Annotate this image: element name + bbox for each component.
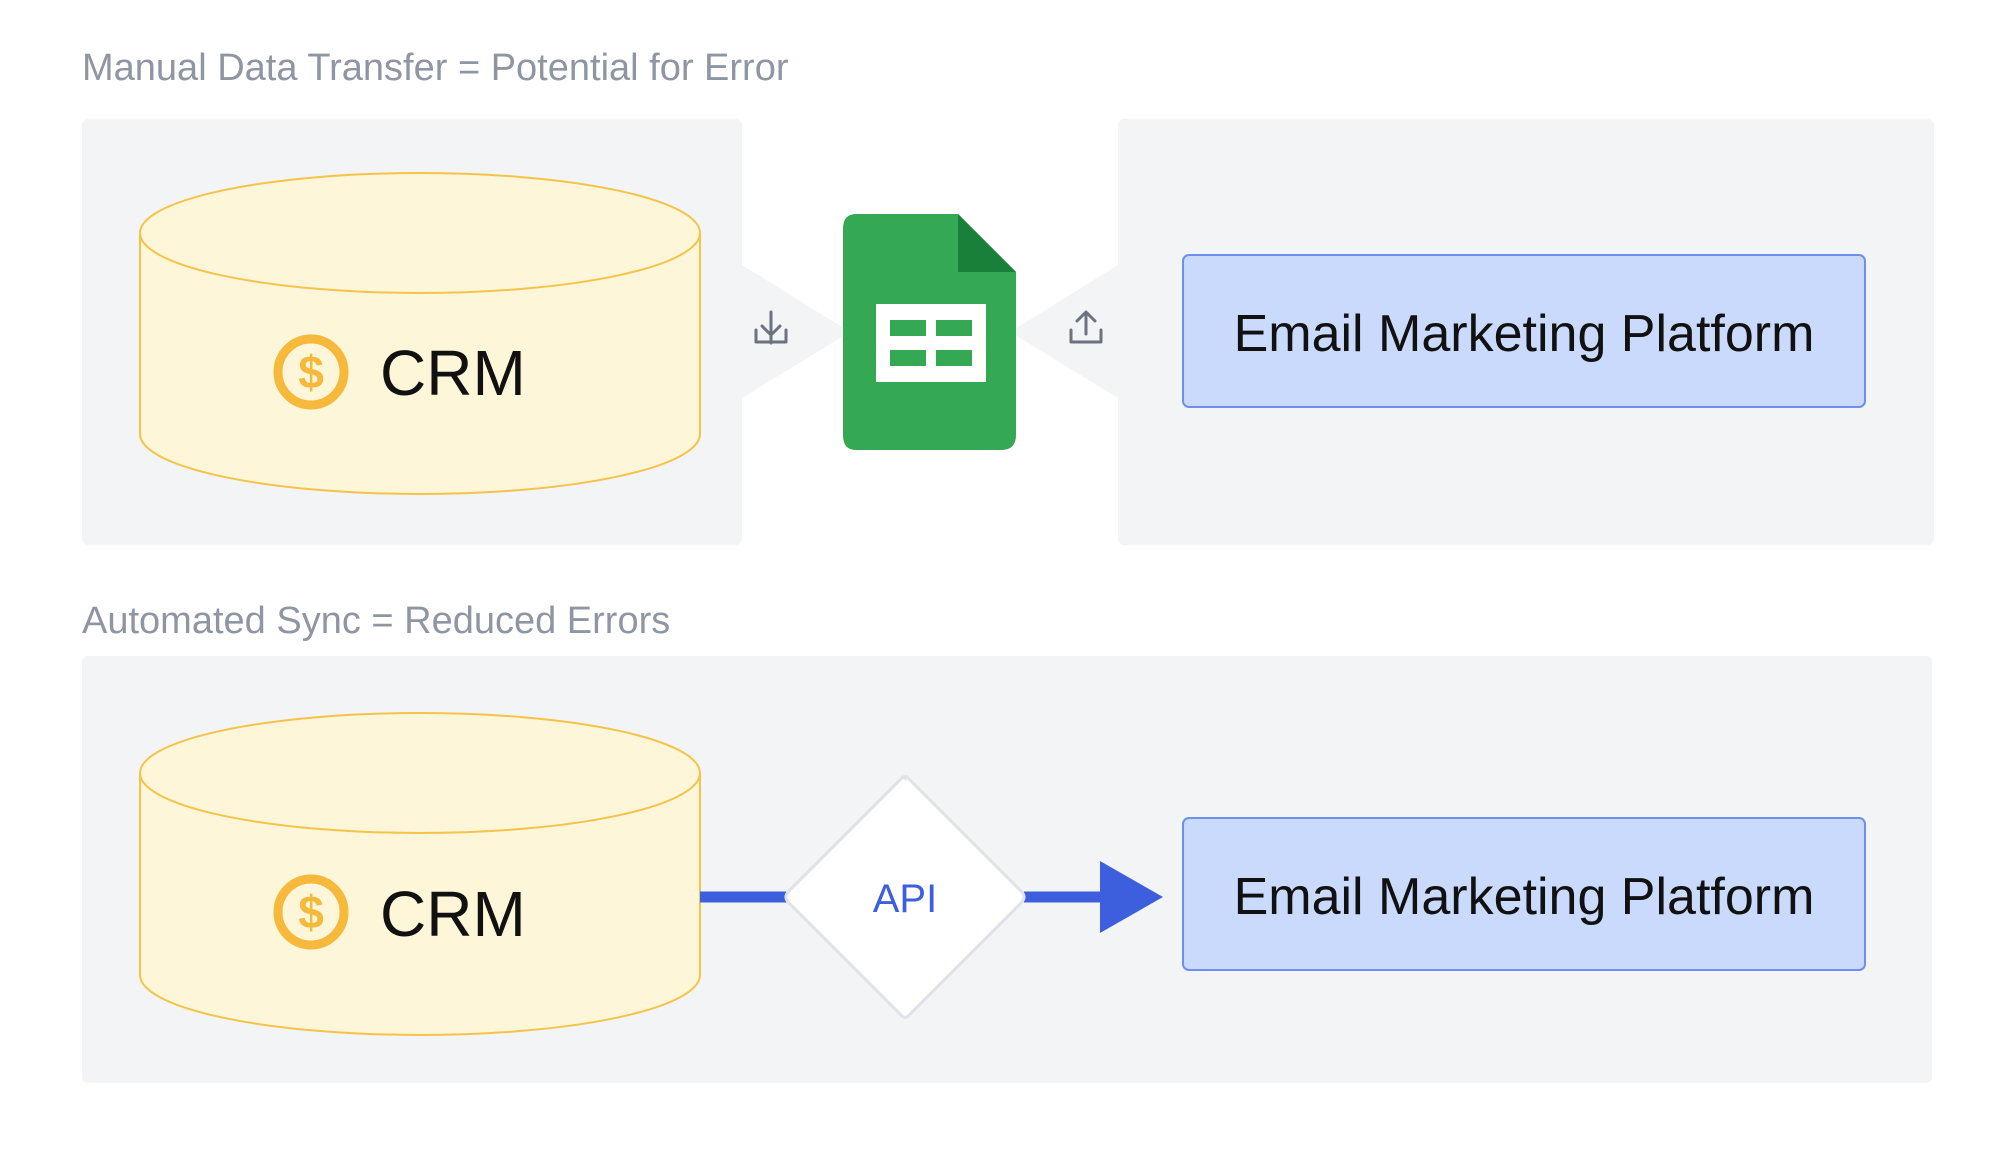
upload-icon bbox=[1069, 310, 1103, 344]
manual-section-title: Manual Data Transfer = Potential for Err… bbox=[82, 47, 789, 89]
automated-section-title: Automated Sync = Reduced Errors bbox=[82, 600, 671, 642]
api-connector-diamond: API bbox=[784, 775, 1026, 1019]
manual-email-platform-label: Email Marketing Platform bbox=[1234, 305, 1815, 363]
automated-crm-label: CRM bbox=[380, 878, 526, 950]
automated-email-platform-label: Email Marketing Platform bbox=[1234, 868, 1815, 926]
google-sheets-icon bbox=[843, 214, 1016, 450]
arrowhead-icon bbox=[1100, 861, 1163, 933]
dollar-coin-icon: $ bbox=[273, 334, 349, 410]
svg-text:$: $ bbox=[298, 886, 324, 938]
download-icon bbox=[754, 310, 788, 345]
api-label: API bbox=[873, 877, 937, 921]
manual-crm-label: CRM bbox=[380, 337, 526, 409]
manual-email-platform-box: Email Marketing Platform bbox=[1182, 254, 1866, 408]
automated-section: $ CRM API Email Marketing Platform bbox=[82, 656, 1932, 1083]
automated-email-platform-box: Email Marketing Platform bbox=[1182, 817, 1866, 971]
manual-funnel-left bbox=[742, 265, 850, 398]
manual-section: $ CRM Email bbox=[82, 119, 1934, 545]
svg-text:$: $ bbox=[298, 346, 324, 398]
manual-funnel-right bbox=[1010, 265, 1118, 398]
automated-crm-database: $ CRM bbox=[139, 712, 701, 1036]
dollar-coin-icon: $ bbox=[273, 874, 349, 950]
manual-crm-database: $ CRM bbox=[139, 172, 701, 495]
